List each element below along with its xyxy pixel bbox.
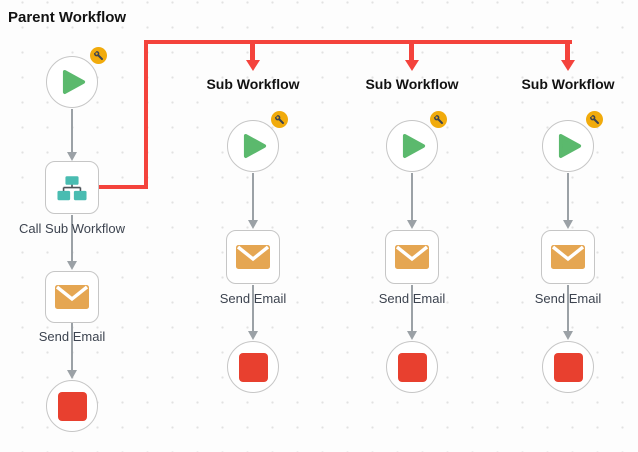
wrench-badge[interactable] <box>90 47 107 64</box>
sequence-arrow <box>248 173 258 229</box>
sub3-send-email-node[interactable] <box>541 230 595 284</box>
play-icon <box>402 134 426 158</box>
wrench-icon <box>589 114 599 124</box>
stop-square-icon <box>238 352 268 382</box>
play-icon <box>558 134 582 158</box>
envelope-icon <box>55 285 89 309</box>
sub-workflow-3-title: Sub Workflow <box>521 76 615 92</box>
sub-workflow-2-title: Sub Workflow <box>365 76 459 92</box>
wrench-badge[interactable] <box>430 111 447 128</box>
call-sub-workflow-label: Call Sub Workflow <box>19 221 125 236</box>
sub1-stop-node[interactable] <box>227 341 279 393</box>
sub2-stop-node[interactable] <box>386 341 438 393</box>
sub-workflow-1-title: Sub Workflow <box>206 76 300 92</box>
parent-stop-node[interactable] <box>46 380 98 432</box>
wrench-icon <box>93 50 103 60</box>
arrow-down-icon <box>246 60 260 71</box>
sequence-arrow <box>407 173 417 229</box>
envelope-icon <box>395 245 429 269</box>
sub2-send-email-node[interactable] <box>385 230 439 284</box>
hierarchy-icon <box>57 175 87 200</box>
parent-workflow-title: Parent Workflow <box>8 9 127 26</box>
sequence-arrow <box>67 215 77 270</box>
red-connector-drop-1 <box>250 43 255 61</box>
sequence-arrow <box>563 173 573 229</box>
envelope-icon <box>551 245 585 269</box>
red-connector-drop-2 <box>409 43 414 61</box>
parent-send-email-label: Send Email <box>38 329 106 344</box>
sub3-start-node[interactable] <box>542 120 594 172</box>
sub1-send-email-label: Send Email <box>219 291 287 306</box>
sub1-start-node[interactable] <box>227 120 279 172</box>
red-connector-stub <box>99 185 148 189</box>
red-connector-riser <box>144 40 148 189</box>
arrow-down-icon <box>405 60 419 71</box>
red-connector-bus <box>144 40 572 44</box>
sequence-arrow <box>563 285 573 340</box>
parent-start-node[interactable] <box>46 56 98 108</box>
sub3-stop-node[interactable] <box>542 341 594 393</box>
sequence-arrow <box>248 285 258 340</box>
sub2-start-node[interactable] <box>386 120 438 172</box>
play-icon <box>62 70 86 94</box>
stop-square-icon <box>397 352 427 382</box>
sequence-arrow <box>67 109 77 161</box>
sequence-arrow <box>407 285 417 340</box>
sub3-send-email-label: Send Email <box>534 291 602 306</box>
wrench-icon <box>274 114 284 124</box>
stop-square-icon <box>553 352 583 382</box>
sequence-arrow <box>67 323 77 379</box>
wrench-badge[interactable] <box>271 111 288 128</box>
sub1-send-email-node[interactable] <box>226 230 280 284</box>
parent-send-email-node[interactable] <box>45 271 99 323</box>
wrench-icon <box>433 114 443 124</box>
sub2-send-email-label: Send Email <box>378 291 446 306</box>
envelope-icon <box>236 245 270 269</box>
stop-square-icon <box>57 391 87 421</box>
wrench-badge[interactable] <box>586 111 603 128</box>
call-sub-workflow-node[interactable] <box>45 161 99 214</box>
arrow-down-icon <box>561 60 575 71</box>
red-connector-drop-3 <box>565 43 570 61</box>
play-icon <box>243 134 267 158</box>
